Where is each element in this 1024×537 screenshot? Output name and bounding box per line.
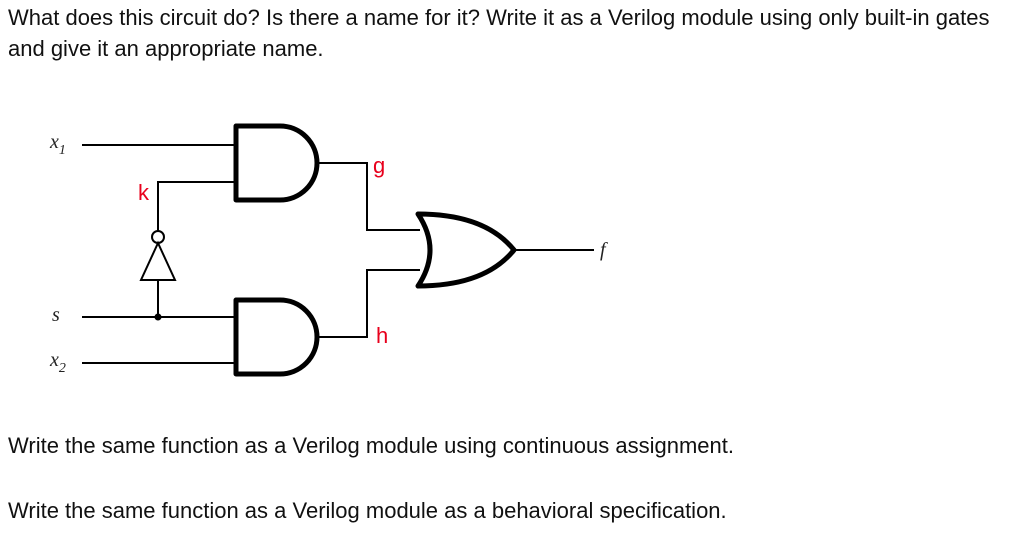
input-x2-label: x2 xyxy=(49,349,66,376)
wire-k xyxy=(157,181,236,231)
net-label-g: g xyxy=(373,153,385,178)
wire-h xyxy=(317,269,420,338)
net-label-k: k xyxy=(138,180,150,205)
behavioral-question: Write the same function as a Verilog mod… xyxy=(8,498,727,523)
wire-g xyxy=(317,162,420,231)
not-gate xyxy=(139,240,177,281)
net-label-h: h xyxy=(376,323,388,348)
question-text: What does this circuit do? Is there a na… xyxy=(8,5,990,61)
output-f-label: f xyxy=(600,239,608,261)
input-s-label: s xyxy=(52,304,60,326)
continuous-assignment-question: Write the same function as a Verilog mod… xyxy=(8,433,734,458)
and-gate-top xyxy=(233,123,320,203)
input-x1-label: x1 xyxy=(49,131,66,158)
and-gate-bottom xyxy=(233,297,320,377)
or-gate xyxy=(415,211,517,289)
